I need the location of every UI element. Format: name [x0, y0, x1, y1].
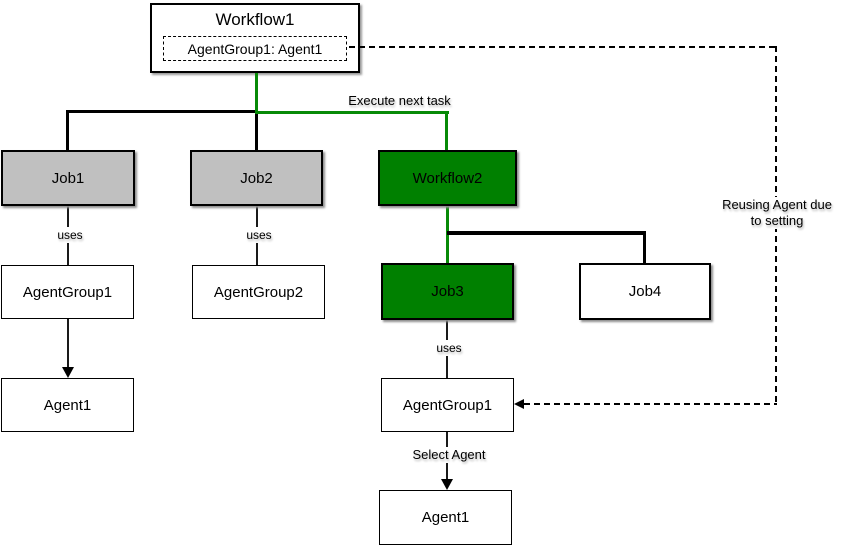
node-job1-label: Job1: [51, 169, 85, 187]
edge-agentgroup1-agent1-line: [67, 319, 69, 369]
node-workflow2-label: Workflow2: [412, 169, 483, 187]
arrowhead-down-agent1-left-icon: [62, 367, 74, 378]
edge-reuse-dashed-bottom: [524, 403, 777, 405]
node-agentgroup2-label: AgentGroup2: [213, 283, 304, 301]
label-uses-job1: uses: [46, 227, 94, 243]
edge-workflow1-job1: [66, 110, 69, 150]
node-agent1-bottom-label: Agent1: [421, 509, 470, 526]
node-agentgroup2: AgentGroup2: [192, 265, 325, 319]
label-execute-next-task: Execute next task: [340, 93, 459, 109]
edge-workflow2-job4-vertical: [643, 231, 646, 263]
edge-reuse-dashed-top: [349, 46, 777, 48]
arrowhead-down-agent1-bottom-icon: [441, 479, 453, 490]
node-job2-label: Job2: [240, 169, 273, 187]
edge-workflow1-job2: [255, 110, 258, 150]
node-job3-label: Job3: [431, 283, 464, 300]
node-agentgroup1-right-label: AgentGroup1: [402, 396, 493, 414]
label-uses-job2: uses: [235, 227, 283, 243]
node-agentgroup1-left-label: AgentGroup1: [22, 283, 113, 301]
label-uses-job3: uses: [425, 340, 473, 356]
node-job2: Job2: [190, 150, 323, 206]
node-agent1-left: Agent1: [1, 378, 134, 432]
node-job4-label: Job4: [628, 283, 662, 300]
node-workflow1: Workflow1 AgentGroup1: Agent1: [150, 3, 360, 73]
node-job1: Job1: [1, 150, 135, 206]
node-agentgroup1-right: AgentGroup1: [381, 378, 514, 432]
workflow1-title: Workflow1: [215, 10, 295, 29]
node-agent1-left-label: Agent1: [43, 396, 92, 414]
edge-workflow1-trunk-green: [255, 73, 258, 113]
node-agent1-bottom: Agent1: [379, 490, 512, 545]
node-job3: Job3: [381, 263, 514, 320]
node-agentgroup1-left: AgentGroup1: [1, 265, 134, 319]
workflow1-agent-binding-box: AgentGroup1: Agent1: [163, 36, 347, 61]
arrowhead-left-agentgroup1-icon: [514, 399, 524, 409]
edge-workflow2-job4-horizontal: [447, 231, 645, 235]
node-job4: Job4: [579, 263, 711, 320]
edge-execute-next-task-horizontal: [255, 111, 449, 114]
node-workflow2: Workflow2: [378, 150, 517, 206]
edge-to-workflow2: [445, 111, 448, 150]
label-select-agent: Select Agent: [399, 447, 499, 463]
label-reusing-agent: Reusing Agent due to setting: [713, 197, 841, 229]
edge-workflow1-jobs-horizontal: [66, 110, 258, 113]
